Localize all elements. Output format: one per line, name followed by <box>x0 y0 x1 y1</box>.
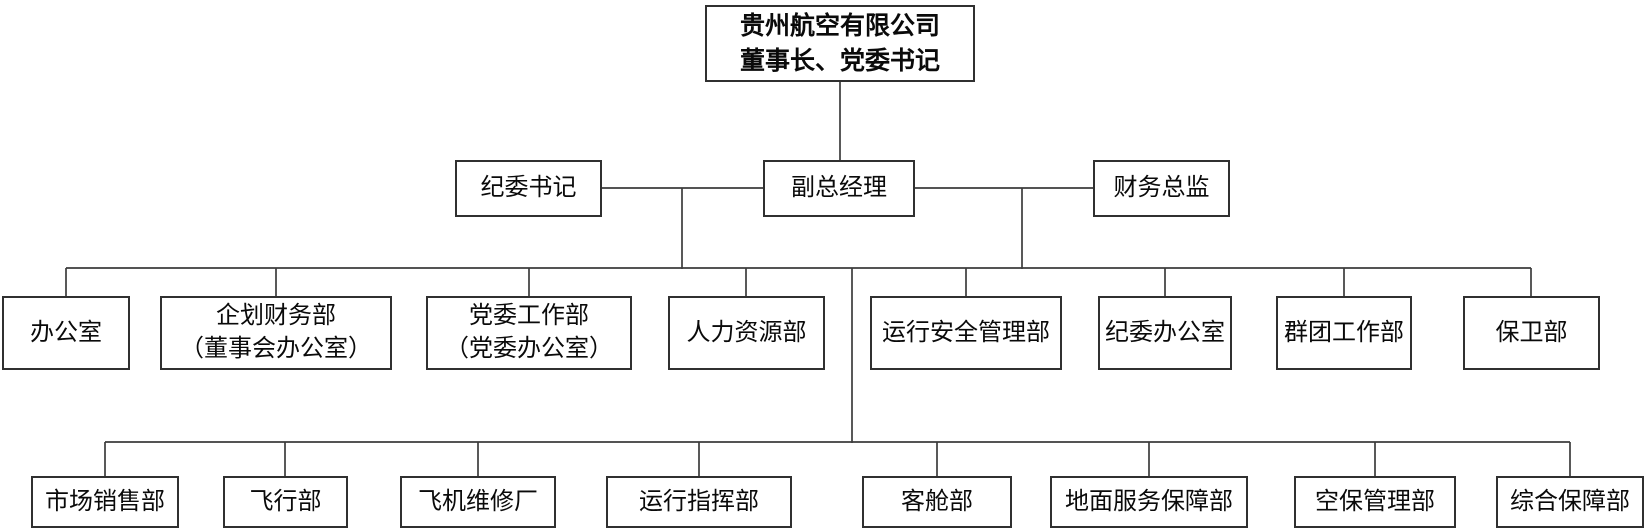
org-node-label: 纪委书记 <box>480 175 577 201</box>
org-node-label: 运行指挥部 <box>639 488 759 515</box>
org-node-label: 市场销售部 <box>45 488 165 515</box>
org-node-label: 综合保障部 <box>1510 488 1630 515</box>
org-node-discipline-committee-secretary: 纪委书记 <box>455 160 602 217</box>
org-node-label: 保卫部 <box>1495 319 1568 346</box>
org-node-label: 地面服务保障部 <box>1065 488 1233 515</box>
org-node-label: 纪委办公室 <box>1105 319 1225 346</box>
org-node-deputy-general-manager: 副总经理 <box>763 160 915 217</box>
org-node-party-committee-work-dept: 党委工作部 （党委办公室） <box>426 296 632 370</box>
org-node-mass-organization-work-dept: 群团工作部 <box>1276 296 1412 370</box>
org-node-finance-director: 财务总监 <box>1093 160 1230 217</box>
org-node-comprehensive-support-dept: 综合保障部 <box>1496 476 1644 528</box>
org-node-ground-service-support-dept: 地面服务保障部 <box>1050 476 1248 528</box>
org-node-flight-dept: 飞行部 <box>223 476 348 528</box>
org-node-marketing-sales-dept: 市场销售部 <box>31 476 179 528</box>
org-node-air-security-management-dept: 空保管理部 <box>1294 476 1456 528</box>
org-node-aircraft-maintenance-factory: 飞机维修厂 <box>400 476 556 528</box>
org-node-human-resources-dept: 人力资源部 <box>668 296 825 370</box>
org-node-office: 办公室 <box>2 296 130 370</box>
org-node-label: 飞机维修厂 <box>418 488 538 515</box>
org-node-label: 企划财务部 <box>216 303 336 329</box>
org-node-label: 飞行部 <box>249 488 322 515</box>
org-node-label: 财务总监 <box>1113 175 1210 201</box>
org-node-cabin-dept: 客舱部 <box>862 476 1012 528</box>
org-node-operation-control-dept: 运行指挥部 <box>606 476 792 528</box>
org-node-security-dept: 保卫部 <box>1463 296 1600 370</box>
org-node-label: 党委工作部 <box>469 303 589 329</box>
org-node-label: 运行安全管理部 <box>882 319 1050 346</box>
org-node-label: 贵州航空有限公司 <box>739 12 940 40</box>
org-node-label: （党委办公室） <box>445 336 613 362</box>
org-node-label: 群团工作部 <box>1284 319 1404 346</box>
org-node-label: 空保管理部 <box>1315 488 1435 515</box>
org-node-label: 客舱部 <box>901 488 973 515</box>
org-node-planning-finance-dept: 企划财务部 （董事会办公室） <box>160 296 392 370</box>
org-node-chairman-party-secretary: 贵州航空有限公司董事长、党委书记 <box>705 5 975 82</box>
org-node-discipline-committee-office: 纪委办公室 <box>1098 296 1232 370</box>
org-node-label: 董事长、党委书记 <box>739 47 940 75</box>
org-node-label: 人力资源部 <box>686 319 807 346</box>
org-node-operation-safety-management-dept: 运行安全管理部 <box>870 296 1062 370</box>
org-node-label: （董事会办公室） <box>180 336 372 362</box>
org-node-label: 办公室 <box>30 319 102 346</box>
org-node-label: 副总经理 <box>791 175 887 201</box>
